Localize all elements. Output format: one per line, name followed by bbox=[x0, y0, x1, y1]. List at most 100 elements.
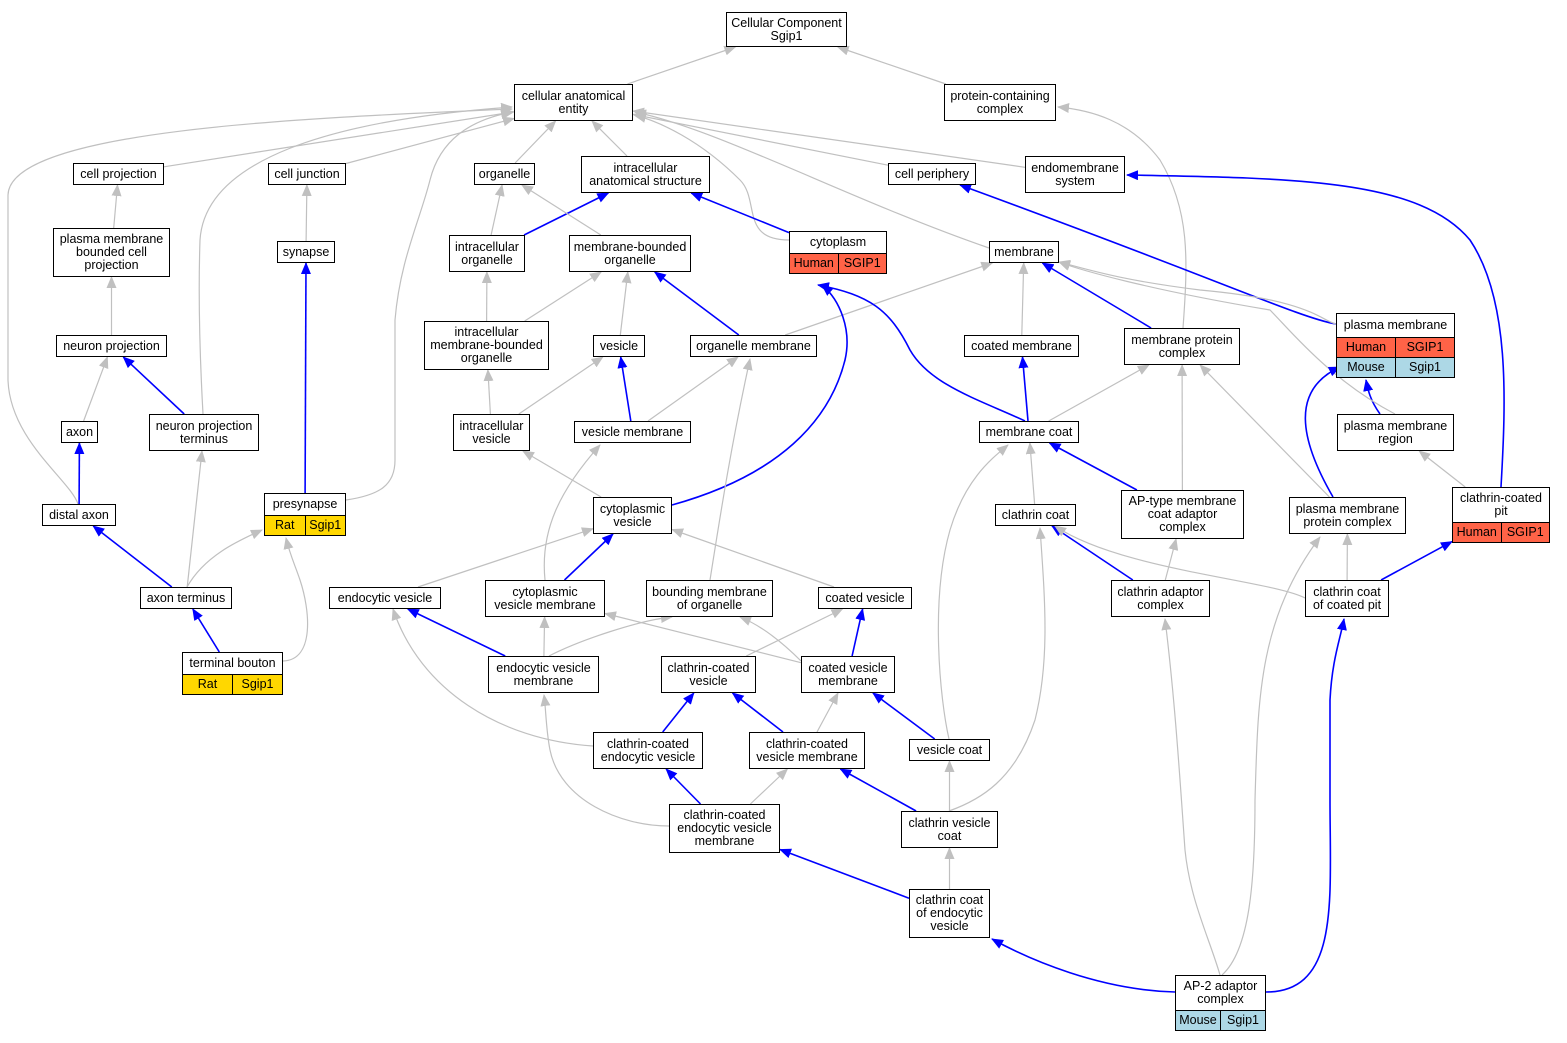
node-memcoat[interactable]: membrane coat bbox=[979, 421, 1079, 443]
edge-endoves-to-cytoves bbox=[417, 527, 594, 588]
annotation-gene: Sgip1 bbox=[1395, 358, 1454, 377]
node-mbo[interactable]: membrane-bounded organelle bbox=[569, 235, 691, 272]
node-neuronproj[interactable]: neuron projection bbox=[56, 335, 167, 357]
node-ccv[interactable]: clathrin-coated vesicle bbox=[661, 656, 756, 693]
node-ccoatpit[interactable]: clathrin coat of coated pit bbox=[1305, 580, 1389, 617]
node-vesicle[interactable]: vesicle bbox=[593, 335, 645, 357]
node-pmpc[interactable]: plasma membrane protein complex bbox=[1289, 497, 1406, 534]
node-label: plasma membrane bbox=[1343, 318, 1448, 332]
edge-cellproj-to-cae bbox=[163, 108, 515, 168]
node-cae[interactable]: cellular anatomical entity bbox=[514, 84, 633, 121]
node-celljunc[interactable]: cell junction bbox=[268, 163, 346, 185]
node-mpc[interactable]: membrane protein complex bbox=[1124, 328, 1240, 365]
node-pmregion[interactable]: plasma membrane region bbox=[1337, 414, 1454, 451]
node-bmo[interactable]: bounding membrane of organelle bbox=[646, 580, 773, 617]
node-label: coated vesicle bbox=[825, 590, 905, 605]
node-label: neuron projection bbox=[63, 338, 160, 353]
node-ias[interactable]: intracellular anatomical structure bbox=[581, 156, 710, 193]
edge-distalaxon-to-cae bbox=[7, 104, 513, 505]
node-orgmem[interactable]: organelle membrane bbox=[690, 335, 817, 357]
node-cellproj[interactable]: cell projection bbox=[73, 163, 164, 185]
edge-clathrincoat-to-memcoat bbox=[1025, 442, 1036, 505]
node-vescoat[interactable]: vesicle coat bbox=[909, 739, 990, 761]
edge-coatedmem-to-membrane bbox=[1018, 262, 1029, 336]
node-cac[interactable]: clathrin adaptor complex bbox=[1111, 580, 1210, 617]
node-label: clathrin coat of coated pit bbox=[1312, 584, 1382, 612]
node-label: coated membrane bbox=[971, 338, 1072, 353]
node-pcc[interactable]: protein-containing complex bbox=[944, 84, 1056, 121]
node-coatedmem[interactable]: coated membrane bbox=[964, 335, 1079, 357]
edge-cvm-to-cytoves bbox=[563, 533, 614, 581]
node-label: plasma membrane bounded cell projection bbox=[59, 232, 164, 272]
node-label: vesicle membrane bbox=[581, 424, 684, 439]
annotation-species: Rat bbox=[183, 675, 232, 694]
node-cvm[interactable]: cytoplasmic vesicle membrane bbox=[485, 580, 605, 617]
node-cellper[interactable]: cell periphery bbox=[888, 163, 976, 185]
edge-cytoplasm-to-ias bbox=[690, 192, 790, 234]
node-evm[interactable]: endocytic vesicle membrane bbox=[488, 656, 599, 693]
node-distalaxon[interactable]: distal axon bbox=[42, 504, 116, 526]
node-root[interactable]: Cellular Component Sgip1 bbox=[726, 12, 847, 47]
edge-cvesmem-to-coatedves bbox=[851, 608, 866, 657]
node-aptype[interactable]: AP-type membrane coat adaptor complex bbox=[1121, 490, 1244, 539]
node-synapse[interactable]: synapse bbox=[277, 241, 335, 263]
annotation-gene: SGIP1 bbox=[1395, 338, 1454, 357]
node-intves[interactable]: intracellular vesicle bbox=[453, 414, 530, 451]
node-ccevm[interactable]: clathrin-coated endocytic vesicle membra… bbox=[669, 804, 780, 853]
node-cev[interactable]: clathrin-coated endocytic vesicle bbox=[593, 732, 703, 769]
node-cytoves[interactable]: cytoplasmic vesicle bbox=[593, 497, 672, 534]
node-label: clathrin-coated endocytic vesicle membra… bbox=[677, 808, 772, 848]
edge-axonterm-to-distalaxon bbox=[92, 525, 173, 588]
node-intorg[interactable]: intracellular organelle bbox=[449, 235, 525, 272]
node-imbo[interactable]: intracellular membrane-bounded organelle bbox=[424, 321, 549, 370]
edge-cvesmem-to-cvm bbox=[604, 611, 802, 664]
edge-orgmem-to-membrane bbox=[785, 261, 994, 336]
node-coatedves[interactable]: coated vesicle bbox=[818, 587, 912, 609]
annotation-species: Human bbox=[1453, 523, 1501, 542]
edge-pmregion-to-pm bbox=[1363, 379, 1381, 415]
node-pmbcp[interactable]: plasma membrane bounded cell projection bbox=[53, 228, 170, 277]
edge-cvc-to-ccvm bbox=[839, 768, 917, 812]
node-label: membrane coat bbox=[985, 424, 1073, 439]
edge-pm-to-cellper bbox=[959, 184, 1337, 325]
node-npt[interactable]: neuron projection terminus bbox=[149, 414, 259, 451]
edge-membrane-to-cae bbox=[634, 109, 990, 249]
node-cvesmem[interactable]: coated vesicle membrane bbox=[801, 656, 895, 693]
node-ccev[interactable]: clathrin coat of endocytic vesicle bbox=[909, 889, 990, 938]
edge-cvm-to-vesmem bbox=[543, 444, 601, 581]
node-endomem[interactable]: endomembrane system bbox=[1025, 156, 1125, 193]
node-label: cytoplasm bbox=[809, 235, 867, 249]
node-endoves[interactable]: endocytic vesicle bbox=[329, 587, 441, 609]
node-label: AP-type membrane coat adaptor complex bbox=[1128, 494, 1237, 534]
node-label: cellular anatomical entity bbox=[521, 88, 626, 116]
node-axon[interactable]: axon bbox=[61, 421, 98, 443]
edge-vescoat-to-cvesmem bbox=[872, 692, 936, 740]
edge-endomem-to-cae bbox=[632, 107, 1026, 168]
edge-presynapse-to-cae bbox=[345, 109, 513, 501]
edge-cev-to-ccv bbox=[662, 692, 695, 733]
edge-pmbcp-to-cellproj bbox=[111, 184, 122, 229]
node-label: clathrin coat of endocytic vesicle bbox=[915, 893, 984, 933]
edge-axon-to-neuronproj bbox=[83, 356, 109, 422]
node-clathrincoat[interactable]: clathrin coat bbox=[995, 504, 1076, 526]
edge-ap2-to-ccev bbox=[991, 938, 1176, 993]
node-organelle[interactable]: organelle bbox=[474, 163, 535, 185]
node-vesmem[interactable]: vesicle membrane bbox=[574, 421, 691, 443]
node-cvc[interactable]: clathrin vesicle coat bbox=[901, 811, 998, 848]
edge-bmo-to-orgmem bbox=[709, 358, 753, 581]
node-membrane[interactable]: membrane bbox=[989, 241, 1059, 263]
node-ccvm[interactable]: clathrin-coated vesicle membrane bbox=[749, 732, 865, 769]
edge-npt-to-cae bbox=[198, 102, 513, 415]
node-axonterm[interactable]: axon terminus bbox=[140, 587, 232, 609]
edge-ccoatpit-to-ccp bbox=[1380, 540, 1453, 581]
